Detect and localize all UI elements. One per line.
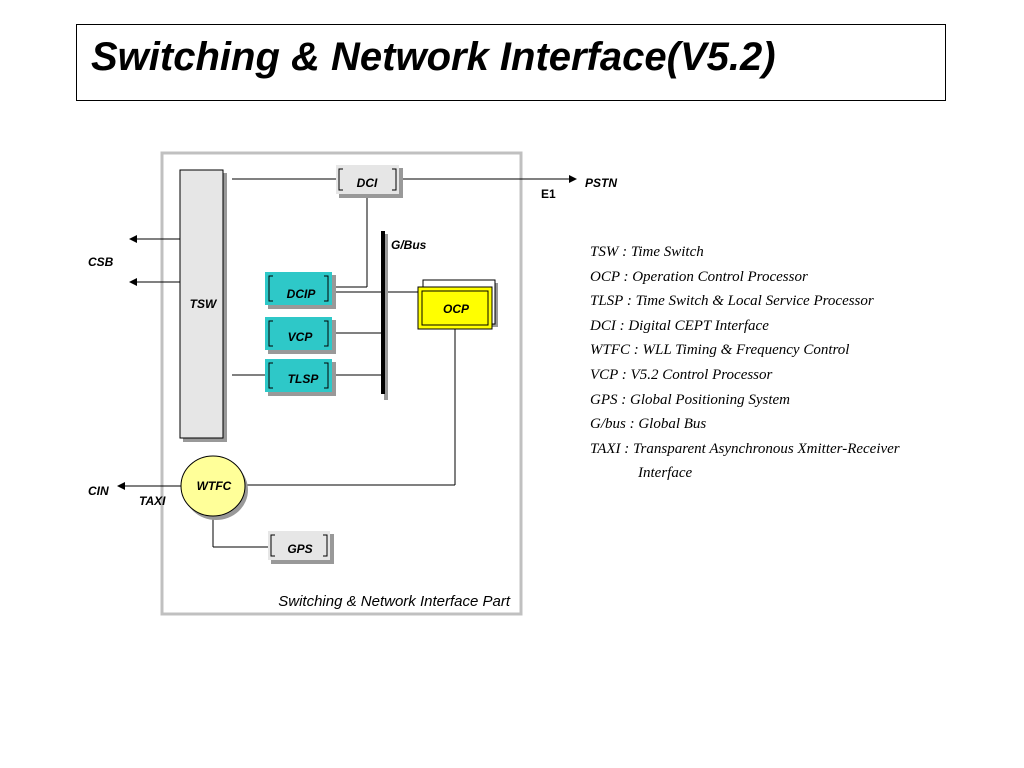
- tlsp-bracket-left: [268, 362, 273, 389]
- tlsp-block[interactable]: [265, 359, 332, 392]
- gps-bracket-right: [323, 534, 328, 557]
- tlsp-bracket-right: [324, 362, 329, 389]
- legend-item-wtfc: WTFC : WLL Timing & Frequency Control: [590, 342, 850, 359]
- gbus-bar: [381, 231, 385, 394]
- ocp-label: OCP: [443, 302, 470, 316]
- title-box: Switching & Network Interface(V5.2): [76, 24, 946, 101]
- gps-bracket-left: [270, 534, 275, 557]
- panel-caption: Switching & Network Interface Part: [278, 593, 511, 610]
- dcip-bracket-right: [324, 275, 329, 302]
- dcip-label: DCIP: [287, 287, 317, 301]
- legend-item-tsw: TSW : Time Switch: [590, 244, 704, 260]
- gps-block[interactable]: [268, 531, 330, 560]
- legend-item-ocp: OCP : Operation Control Processor: [590, 268, 808, 285]
- gbus-shadow: [384, 234, 388, 400]
- dcip-bracket-left: [268, 275, 273, 302]
- legend-item-dci: DCI : Digital CEPT Interface: [590, 317, 769, 334]
- tsw-block[interactable]: [179, 169, 224, 439]
- vcp-label: VCP: [288, 330, 314, 344]
- legend-item-gps: GPS : Global Positioning System: [590, 391, 790, 408]
- vcp-bracket-right: [324, 320, 329, 347]
- legend-item-taxi: TAXI : Transparent Asynchronous Xmitter-…: [590, 440, 900, 457]
- legend-item-vcp: VCP : V5.2 Control Processor: [590, 366, 773, 383]
- ocp-block[interactable]: [417, 286, 493, 330]
- gbus-label: G/Bus: [391, 238, 427, 252]
- vcp-block[interactable]: [265, 317, 332, 350]
- legend-item-tlsp: TLSP : Time Switch & Local Service Proce…: [590, 293, 874, 310]
- wtfc-block[interactable]: [180, 455, 246, 517]
- cin-label: CIN: [88, 484, 109, 498]
- dcip-block[interactable]: [265, 272, 332, 305]
- connection-lines: [117, 175, 577, 548]
- ocp-inner: [421, 290, 489, 326]
- dci-bracket-left: [338, 168, 343, 191]
- dci-bracket-right: [392, 168, 397, 191]
- gps-label: GPS: [287, 542, 312, 556]
- dci-block[interactable]: [336, 165, 399, 194]
- legend: TSW : Time Switch OCP : Operation Contro…: [590, 240, 990, 486]
- csb-label: CSB: [88, 255, 114, 269]
- page-title: Switching & Network Interface(V5.2): [91, 35, 776, 79]
- tlsp-label: TLSP: [288, 372, 320, 386]
- taxi-label: TAXI: [139, 494, 166, 508]
- wtfc-label: WTFC: [197, 479, 232, 493]
- vcp-bracket-left: [268, 320, 273, 347]
- e1-label: E1: [541, 187, 556, 201]
- legend-item-taxi-continued: Interface: [638, 465, 693, 482]
- dci-label: DCI: [357, 176, 378, 190]
- legend-item-gbus: G/bus : Global Bus: [590, 416, 707, 433]
- tsw-label: TSW: [190, 297, 218, 311]
- pstn-label: PSTN: [585, 176, 617, 190]
